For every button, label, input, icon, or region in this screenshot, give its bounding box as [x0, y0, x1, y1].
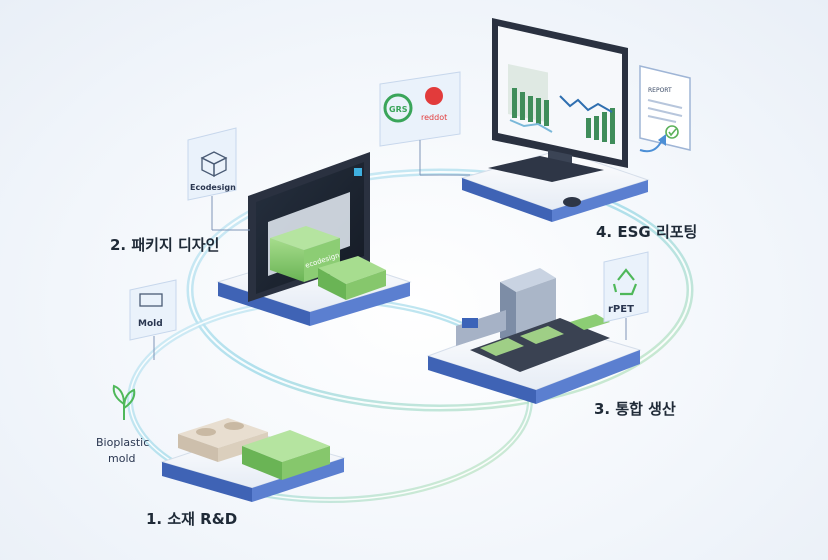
platform-esg-reporting: REPORT GRS reddot [380, 18, 690, 222]
rpet-tag: rPET [604, 252, 648, 340]
rpet-text: rPET [608, 304, 634, 315]
step-label-esg-reporting: 4. ESG 리포팅 [596, 221, 697, 242]
report-title-text: REPORT [648, 87, 672, 94]
reddot-text: reddot [421, 113, 447, 122]
platform-material-rnd [162, 418, 344, 502]
grs-text: GRS [389, 105, 408, 114]
step-label-production: 3. 통합 생산 [594, 398, 676, 419]
bioplastic-line2: mold [108, 452, 135, 465]
step-label-package-design: 2. 패키지 디자인 [110, 234, 219, 255]
bioplastic-note: Bioplastic mold [96, 386, 149, 465]
mold-text: Mold [138, 319, 163, 329]
bioplastic-line1: Bioplastic [96, 436, 149, 449]
reddot-logo-icon [425, 87, 443, 105]
step-label-material-rnd: 1. 소재 R&D [146, 508, 237, 529]
certification-tag: GRS reddot [380, 72, 470, 175]
ecodesign-text: Ecodesign [190, 183, 236, 192]
mold-tag: Mold [130, 280, 176, 360]
platform-production: rPET [428, 252, 648, 404]
